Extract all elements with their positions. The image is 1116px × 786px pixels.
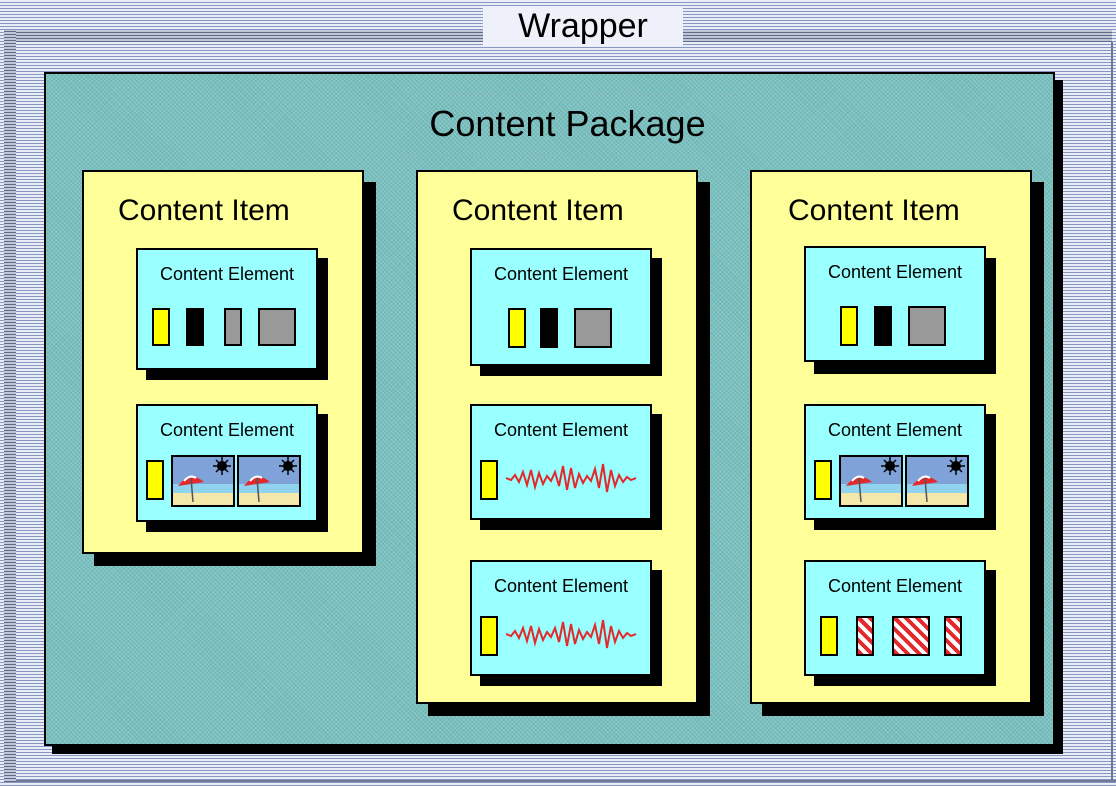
content-element: Content Element	[136, 404, 318, 522]
content-element-label: Content Element	[493, 264, 629, 284]
content-item-label: Content Item	[118, 194, 290, 227]
content-element-label: Content Element	[827, 262, 963, 282]
black-block-icon	[874, 306, 892, 346]
wrapper-border-right	[1111, 42, 1113, 782]
content-item-label: Content Item	[452, 194, 624, 227]
beach-umbrella-image-icon	[905, 455, 969, 507]
black-block-icon	[540, 308, 558, 348]
beach-umbrella-image-icon	[237, 455, 301, 507]
yellow-block-icon	[820, 616, 838, 656]
yellow-block-icon	[146, 460, 164, 500]
content-element-label: Content Element	[159, 420, 295, 440]
red-hatched-block-icon	[856, 616, 874, 656]
beach-umbrella-image-icon	[839, 455, 903, 507]
wrapper-border-left	[4, 30, 16, 782]
content-element-label: Content Element	[493, 576, 629, 596]
content-element-label: Content Element	[827, 576, 963, 596]
gray-square-icon	[908, 306, 946, 346]
content-item-label: Content Item	[788, 194, 960, 227]
content-element: Content Element	[470, 560, 652, 676]
gray-square-icon	[258, 308, 296, 346]
red-hatched-square-icon	[892, 616, 930, 656]
content-package-label: Content Package	[400, 94, 735, 156]
yellow-block-icon	[480, 460, 498, 500]
content-element: Content Element	[470, 404, 652, 520]
wrapper-label: Wrapper	[483, 6, 683, 46]
content-element-label: Content Element	[493, 420, 629, 440]
content-element-label: Content Element	[827, 420, 963, 440]
audio-waveform-icon	[505, 619, 637, 649]
gray-square-icon	[574, 308, 612, 348]
yellow-block-icon	[814, 460, 832, 500]
yellow-block-icon	[840, 306, 858, 346]
audio-waveform-icon	[505, 463, 637, 493]
yellow-block-icon	[480, 616, 498, 656]
beach-umbrella-image-icon	[171, 455, 235, 507]
red-hatched-block-icon	[944, 616, 962, 656]
content-element: Content Element	[136, 248, 318, 370]
yellow-block-icon	[152, 308, 170, 346]
gray-block-icon	[224, 308, 242, 346]
content-element: Content Element	[804, 246, 986, 362]
content-element: Content Element	[804, 560, 986, 676]
content-element: Content Element	[470, 248, 652, 366]
content-element: Content Element	[804, 404, 986, 520]
black-block-icon	[186, 308, 204, 346]
yellow-block-icon	[508, 308, 526, 348]
wrapper-border-bottom	[16, 780, 1116, 782]
content-element-label: Content Element	[159, 264, 295, 284]
